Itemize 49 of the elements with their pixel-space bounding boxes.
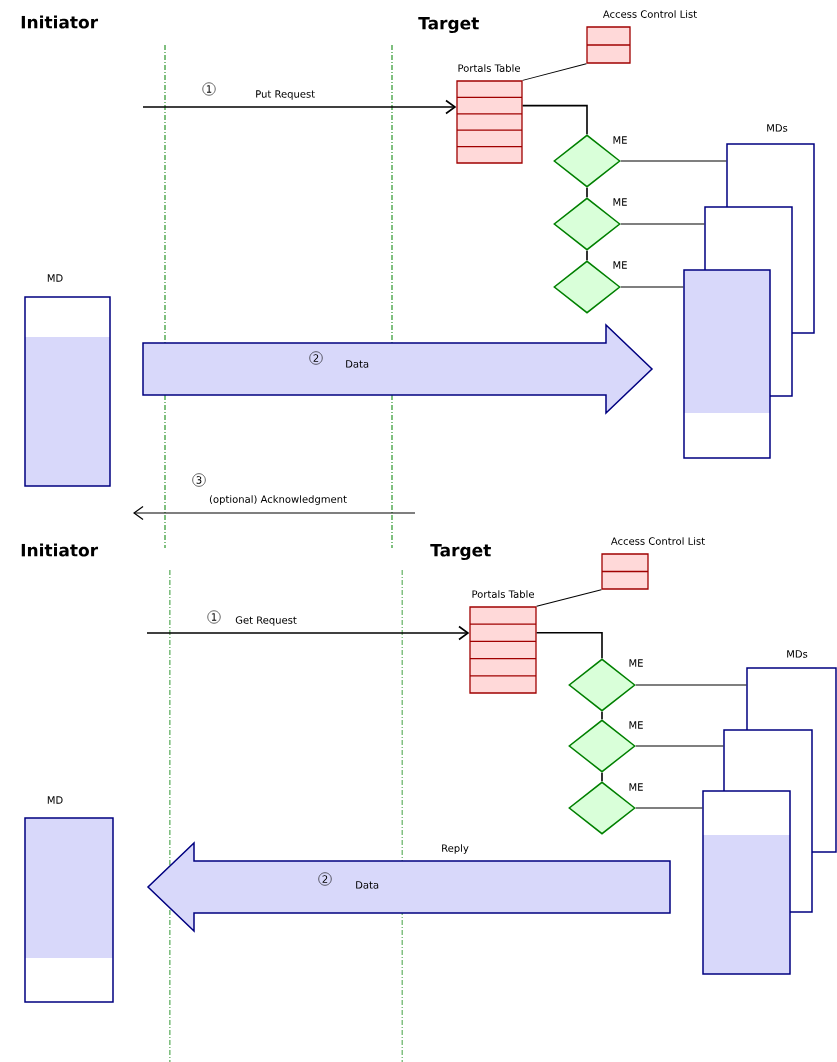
node-label: ME — [613, 198, 627, 206]
memory-descriptor-box — [702, 790, 791, 975]
lane-heading: Target — [418, 17, 479, 34]
connector-line — [635, 745, 724, 747]
memory-descriptor-box — [683, 269, 771, 459]
edge-label: Data — [356, 881, 379, 889]
connector-line — [601, 710, 603, 721]
node-label: Portals Table — [472, 590, 534, 598]
lane-heading: Target — [430, 544, 491, 561]
connector-line — [620, 160, 727, 162]
node-label: MD — [47, 796, 63, 804]
node-label: MDs — [787, 650, 808, 658]
connector-line — [586, 249, 588, 262]
node-label: MDs — [767, 124, 788, 132]
node-label: MD — [47, 274, 63, 282]
lane-heading: Initiator — [21, 15, 98, 29]
step-number: 2 — [309, 351, 323, 365]
node-label: ME — [629, 783, 643, 791]
data-arrow — [142, 323, 654, 415]
node-label: ME — [629, 659, 643, 667]
node-label: Portals Table — [458, 64, 520, 72]
edge-label: Put Request — [256, 90, 315, 100]
step-number: 1 — [202, 82, 216, 96]
connector-line — [535, 632, 603, 660]
connector-line — [620, 286, 684, 288]
connector-line — [586, 186, 588, 199]
message-label: (optional) Acknowledgment — [209, 495, 347, 505]
connector-line — [521, 104, 588, 136]
data-arrow — [146, 841, 671, 933]
lane-heading: Initiator — [21, 543, 98, 557]
node-label: Access Control List — [610, 537, 705, 545]
node-label: ME — [613, 136, 627, 144]
connector-line — [522, 63, 587, 81]
connector-line — [635, 807, 703, 809]
node-label: ME — [629, 721, 643, 729]
connector-line — [536, 589, 602, 607]
step-number: 3 — [192, 473, 206, 487]
step-number: 1 — [207, 610, 221, 624]
edge-label: Get Request — [235, 616, 297, 626]
connector-line — [620, 223, 705, 225]
message-label: Reply — [442, 844, 469, 854]
connector-line — [601, 771, 603, 783]
connector-line — [635, 684, 747, 686]
node-label: Access Control List — [602, 10, 697, 18]
request-arrow — [142, 99, 457, 115]
node-label: ME — [613, 261, 627, 269]
edge-label: Data — [346, 360, 369, 368]
step-number: 2 — [318, 872, 332, 886]
request-arrow — [146, 625, 470, 641]
